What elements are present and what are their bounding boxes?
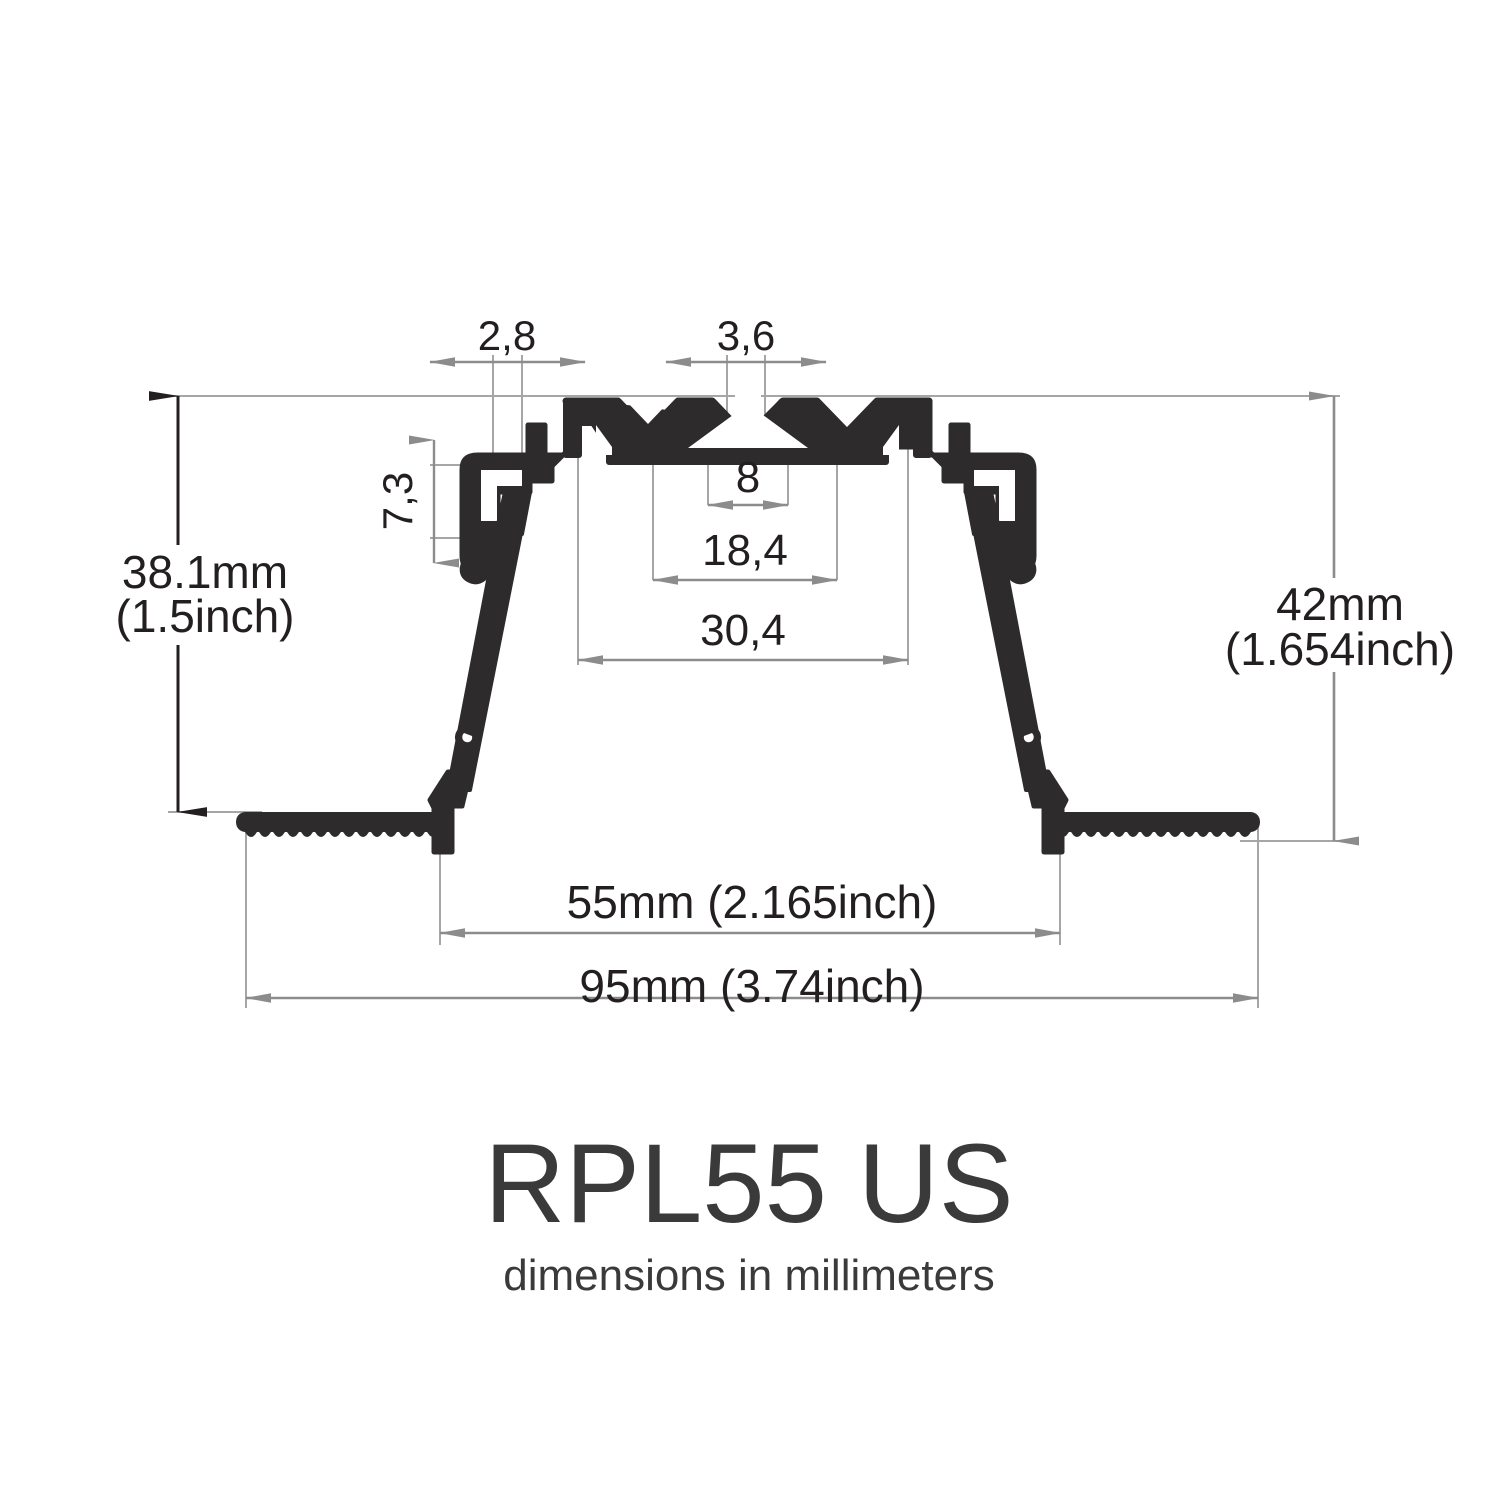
flange-serration-left: [244, 830, 454, 837]
dimension-95: 95mm (3.74inch): [245, 960, 1259, 1012]
dimension-label-30-4: 30,4: [700, 606, 786, 655]
dimension-label-8: 8: [736, 453, 760, 502]
dimension-label-95: 95mm (3.74inch): [579, 960, 924, 1012]
dimension-label-55: 55mm (2.165inch): [567, 876, 938, 928]
dimension-label-3-6: 3,6: [717, 312, 775, 359]
dimension-3-6: 3,6: [665, 312, 827, 367]
dimension-18-4: 18,4: [652, 526, 838, 585]
dimension-label-7-3: 7,3: [374, 472, 421, 530]
profile-cross-section: [236, 386, 1260, 855]
dimension-label-38-1-mm: 38.1mm: [122, 546, 288, 598]
dimension-label-38-1-in: (1.5inch): [116, 590, 295, 642]
dimension-label-2-8: 2,8: [478, 312, 536, 359]
drawing-title: RPL55 US: [484, 1121, 1013, 1246]
dimension-38-1: 38.1mm (1.5inch): [116, 391, 295, 817]
dimension-label-18-4: 18,4: [702, 526, 788, 575]
drawing-subtitle: dimensions in millimeters: [503, 1251, 994, 1300]
dimension-42: 42mm (1.654inch): [1225, 391, 1455, 846]
dimension-label-42-mm: 42mm: [1276, 578, 1404, 630]
dimension-55: 55mm (2.165inch): [439, 876, 1061, 938]
dimension-label-42-in: (1.654inch): [1225, 623, 1455, 675]
dimension-8: 8: [707, 453, 789, 510]
dimension-2-8: 2,8: [429, 312, 586, 367]
dimension-30-4: 30,4: [577, 606, 909, 665]
dimension-7-3: 7,3: [374, 435, 459, 568]
